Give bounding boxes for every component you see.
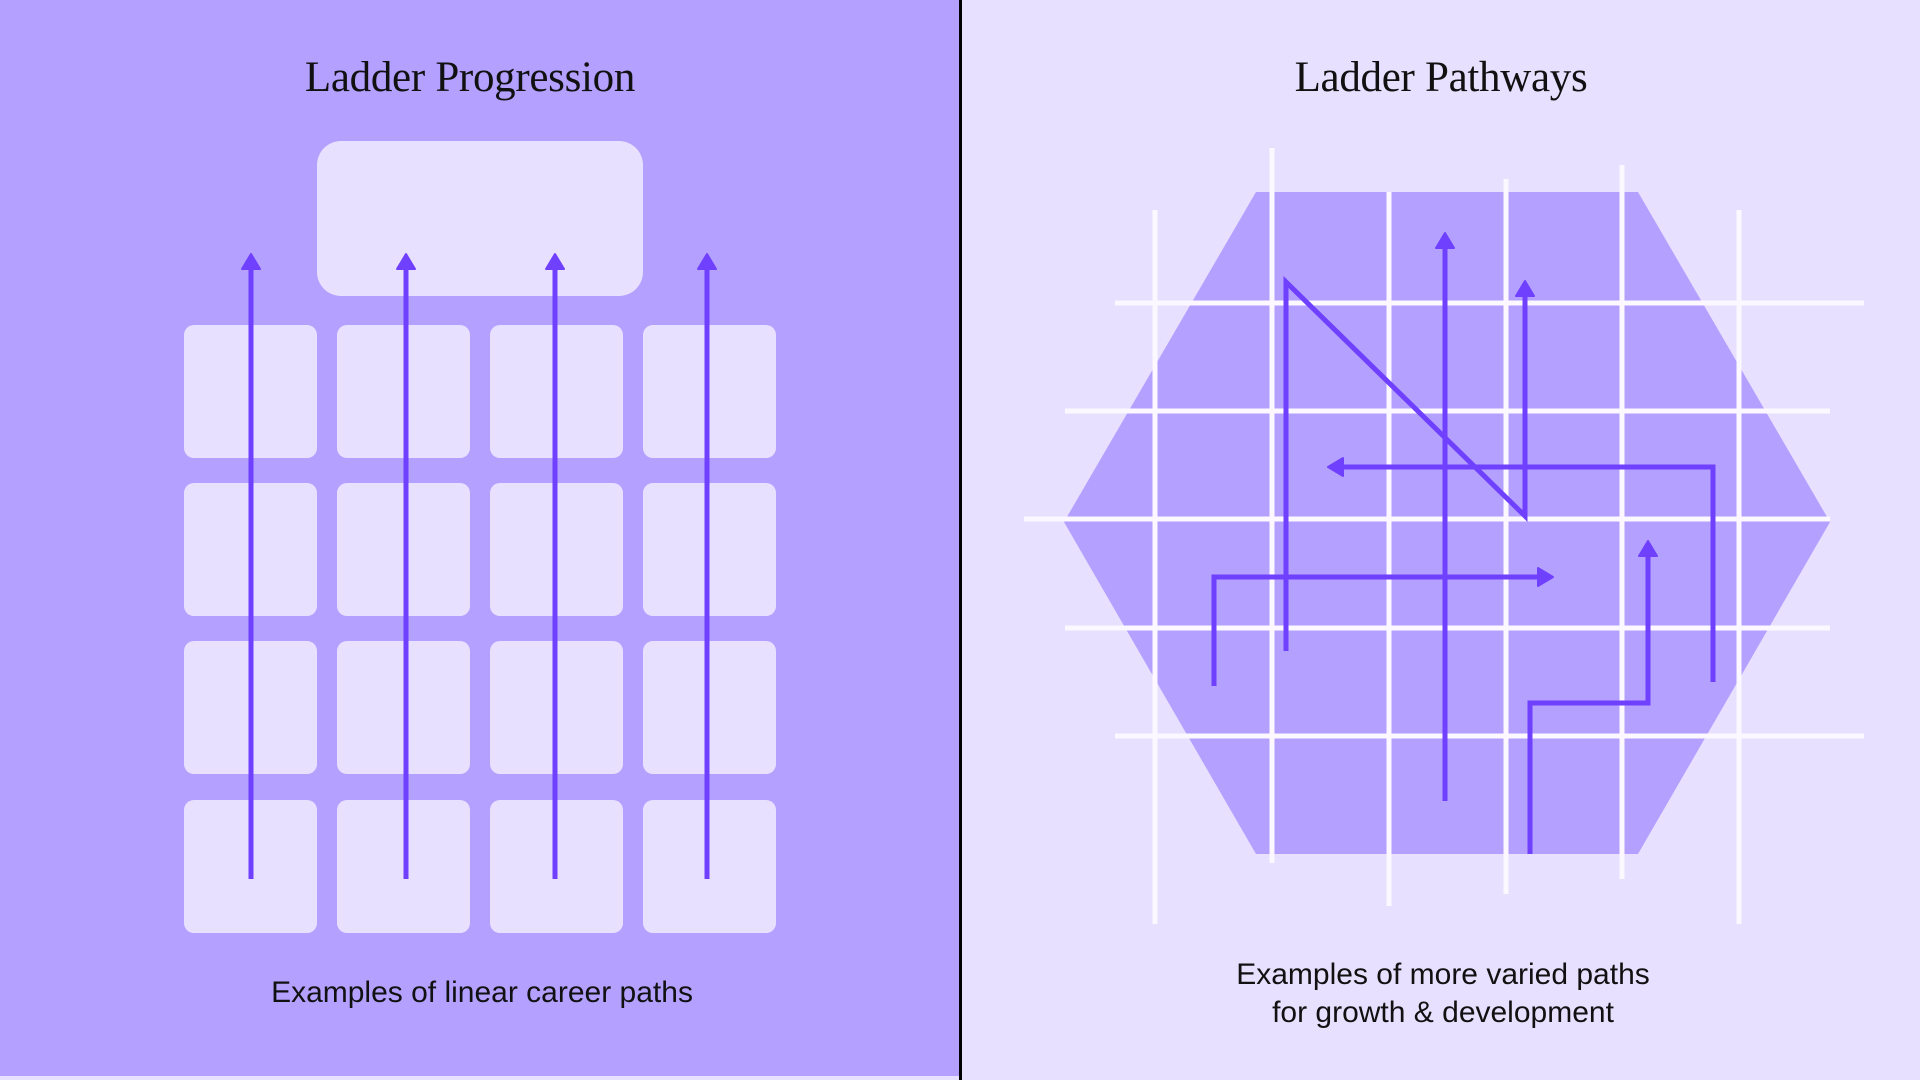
caption-line-1: Examples of more varied paths	[1236, 958, 1650, 991]
destination-box	[317, 141, 643, 296]
arrow-up-icon	[1638, 540, 1658, 557]
varied-paths-diagram	[1024, 148, 1864, 924]
arrow-up-icon	[1515, 280, 1535, 297]
arrowhead-icon	[545, 253, 565, 270]
arrowhead-icon	[241, 253, 261, 270]
tile-grid	[184, 325, 776, 933]
varied-paths-caption: Examples of more varied paths for growth…	[962, 956, 1920, 1032]
arrowhead-icon	[697, 253, 717, 270]
panel-divider	[959, 0, 962, 1080]
linear-paths-caption: Examples of linear career paths	[271, 976, 693, 1009]
rightward-path	[1211, 574, 1538, 686]
ladder-pathways-panel: Ladder Pathways	[962, 0, 1920, 1080]
ladder-progression-panel: Ladder Progression	[0, 0, 960, 1076]
arrow-up-icon	[1435, 232, 1455, 249]
linear-paths-diagram	[184, 141, 776, 933]
leftward-path	[1342, 464, 1716, 682]
ladder-progression-title: Ladder Progression	[304, 54, 636, 101]
ladder-pathways-title: Ladder Pathways	[1294, 54, 1588, 101]
arrowhead-icon	[396, 253, 416, 270]
caption-line-2: for growth & development	[1272, 996, 1614, 1029]
zigzag-path	[1283, 276, 1528, 651]
arrow-right-icon	[1537, 567, 1554, 587]
stepped-up-path	[1527, 556, 1651, 854]
arrow-left-icon	[1327, 457, 1344, 477]
